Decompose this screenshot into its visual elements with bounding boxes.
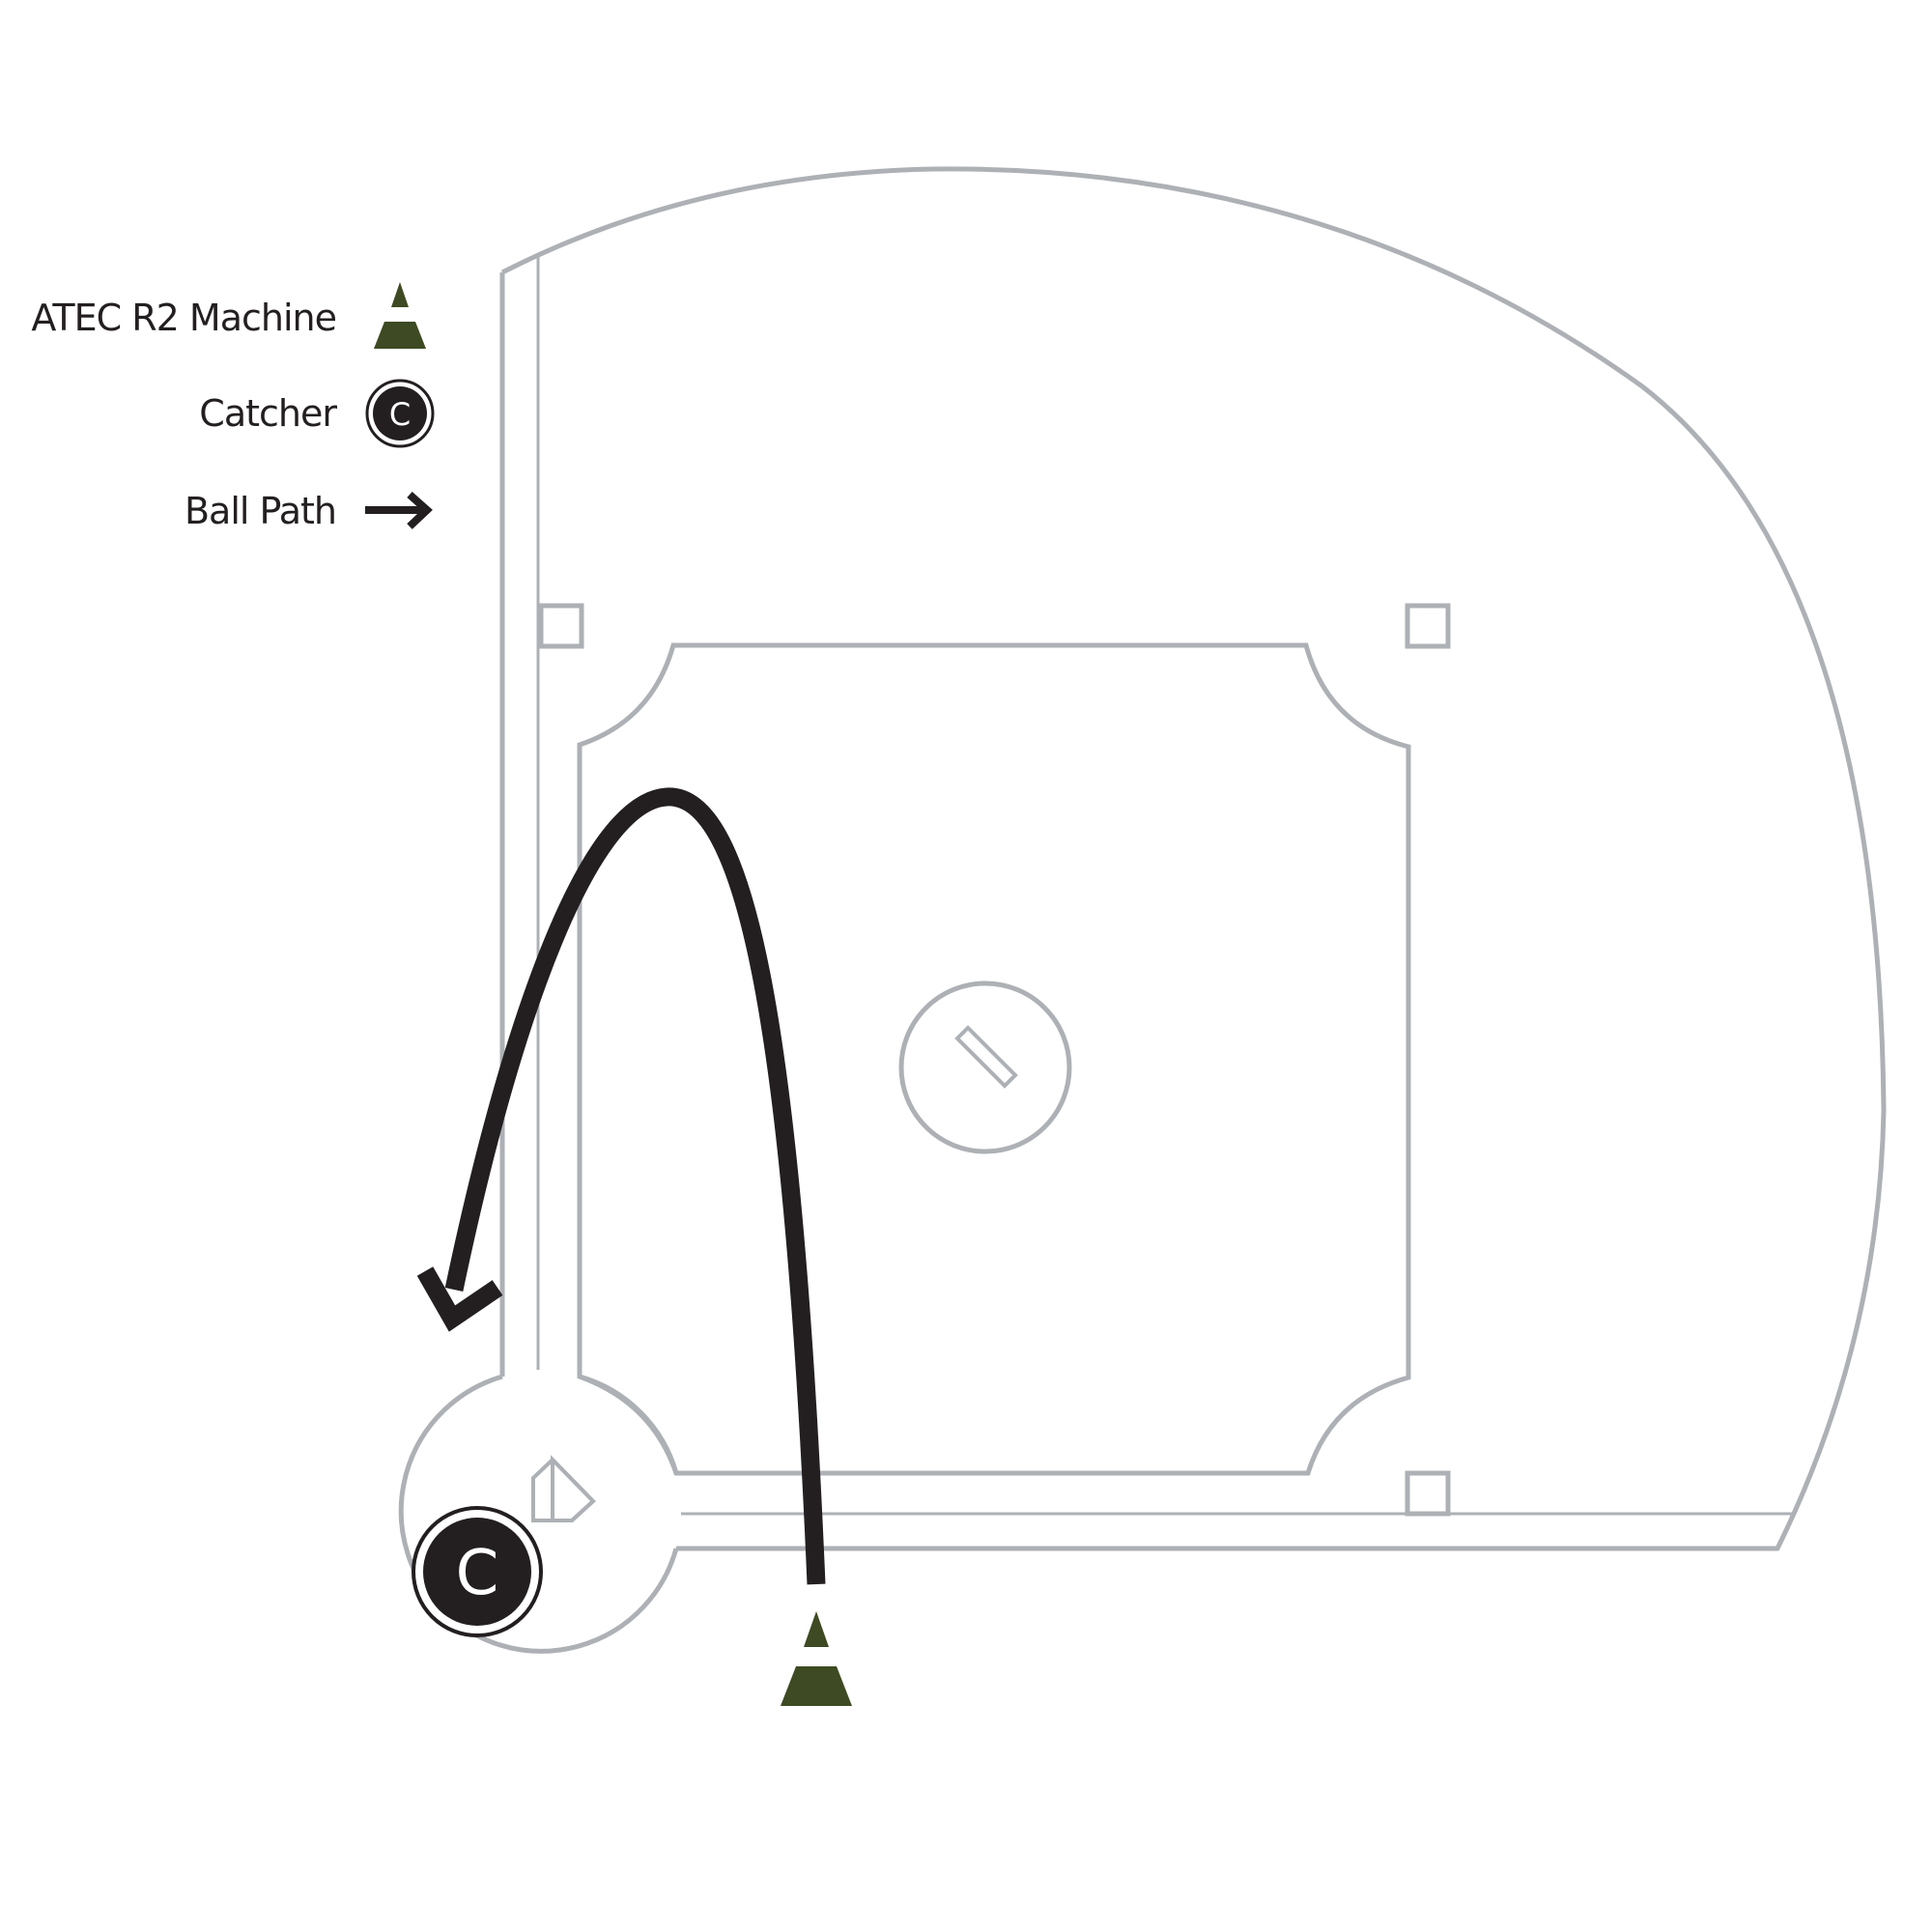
catcher-letter: C bbox=[456, 1538, 499, 1609]
legend-machine-label: ATEC R2 Machine bbox=[31, 297, 336, 339]
ball-path-line bbox=[444, 787, 826, 1585]
legend-arrow-icon bbox=[365, 492, 433, 529]
legend-ball-path-label: Ball Path bbox=[185, 490, 336, 532]
legend-catcher-label: Catcher bbox=[199, 392, 337, 435]
infield-outline bbox=[577, 642, 1411, 1476]
machine-icon-top bbox=[804, 1611, 829, 1647]
catcher-icon bbox=[423, 1518, 531, 1626]
outfield-fence bbox=[500, 166, 1887, 1551]
atec-machine bbox=[781, 1611, 852, 1706]
ball-path-arrowhead bbox=[416, 1266, 503, 1332]
pitching-rubber bbox=[954, 1025, 1018, 1089]
legend: ATEC R2 Machine Catcher C Ball Path bbox=[31, 282, 435, 532]
field bbox=[398, 166, 1887, 1654]
second-base bbox=[1405, 603, 1451, 649]
third-base bbox=[538, 603, 584, 649]
catcher: C bbox=[412, 1506, 543, 1637]
pitchers-mound bbox=[898, 980, 1072, 1154]
first-base bbox=[1405, 1470, 1451, 1517]
ball-path bbox=[416, 787, 826, 1585]
home-plate bbox=[551, 1455, 596, 1522]
legend-catcher-letter: C bbox=[389, 396, 411, 433]
legend-machine-icon bbox=[374, 282, 426, 349]
machine-icon-base bbox=[781, 1666, 852, 1706]
legend-catcher-icon: C bbox=[365, 379, 435, 448]
